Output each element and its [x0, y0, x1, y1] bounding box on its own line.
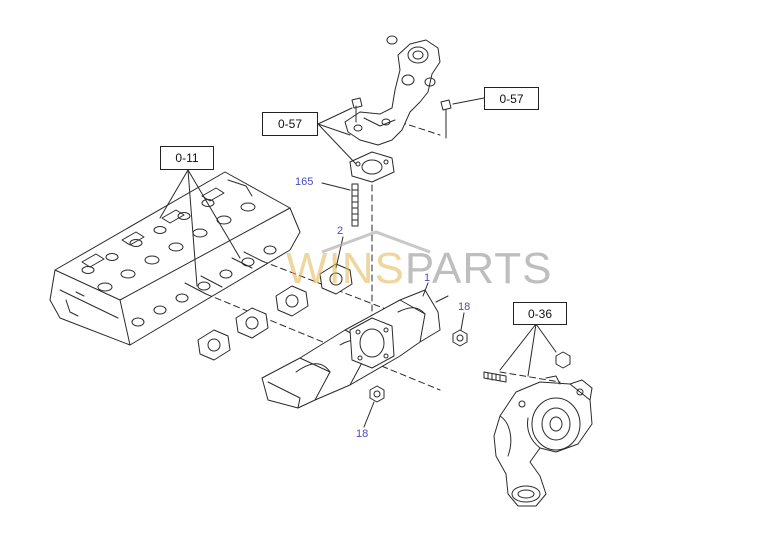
- watermark-part1: WINS: [286, 244, 405, 293]
- callout-2[interactable]: 2: [337, 225, 344, 237]
- nut-18-bottom: [369, 385, 385, 403]
- turbocharger: [493, 375, 593, 507]
- nut-18-right: [452, 329, 468, 347]
- assembly-lines: [205, 121, 561, 391]
- turbo-stud: [483, 351, 571, 383]
- ref-box-0-57-right[interactable]: 0-57: [484, 87, 539, 110]
- elbow-gasket: [349, 151, 395, 183]
- callout-1[interactable]: 1: [424, 272, 431, 284]
- exhaust-manifold: [261, 289, 449, 409]
- callout-18-right[interactable]: 18: [458, 301, 471, 313]
- stud-165: [351, 183, 359, 227]
- callout-165[interactable]: 165: [295, 176, 314, 188]
- cylinder-head: [49, 171, 301, 346]
- exhaust-elbow: [344, 35, 452, 146]
- manifold-gaskets: [197, 263, 353, 361]
- ref-box-0-11[interactable]: 0-11: [160, 146, 214, 170]
- ref-box-0-36[interactable]: 0-36: [513, 302, 567, 325]
- callout-18-bottom[interactable]: 18: [356, 428, 369, 440]
- watermark-roof-icon: [321, 230, 431, 254]
- leader-lines: [159, 97, 557, 428]
- ref-box-0-57-left[interactable]: 0-57: [262, 112, 318, 136]
